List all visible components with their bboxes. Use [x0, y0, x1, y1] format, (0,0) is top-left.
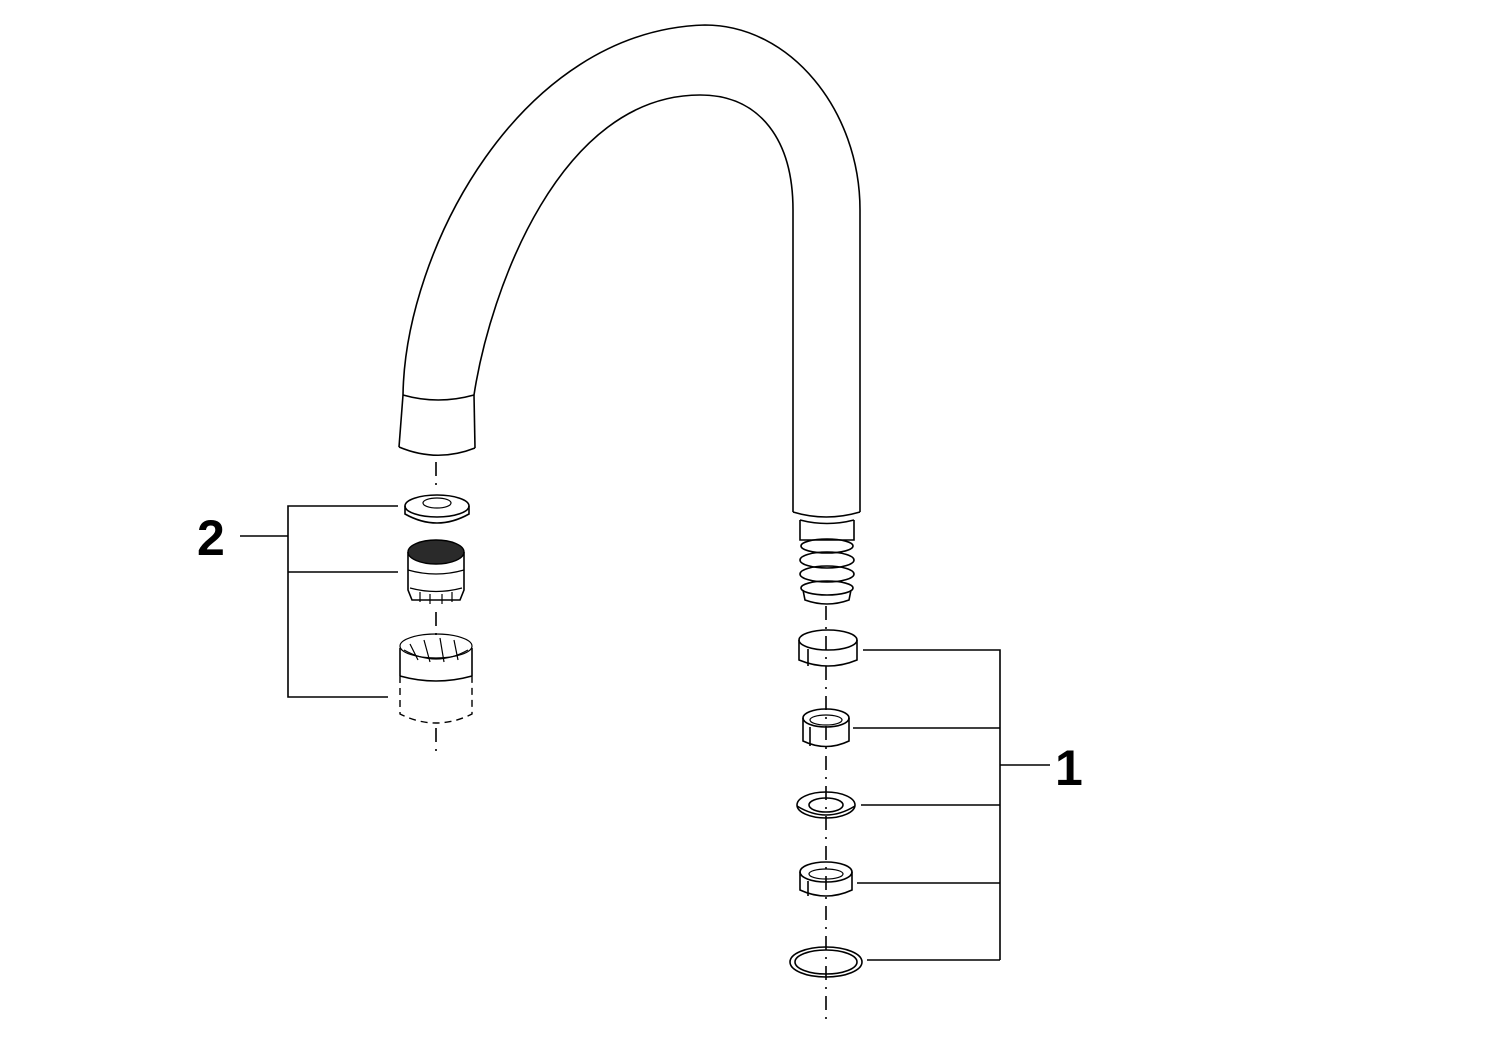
- o-ring: [789, 946, 863, 978]
- aerator-housing: [399, 633, 473, 724]
- callout-1-leader: [853, 649, 1050, 961]
- spout: [398, 24, 861, 518]
- connector-stub: [799, 519, 855, 605]
- split-ring-3: [799, 861, 853, 897]
- callout-label-2: 2: [197, 510, 225, 566]
- split-ring-1: [798, 629, 858, 667]
- aerator-insert: [407, 539, 465, 604]
- callout-label-1: 1: [1055, 740, 1083, 796]
- split-ring-2: [802, 708, 850, 748]
- flat-ring: [796, 791, 856, 819]
- callout-2-leader: [240, 505, 398, 698]
- aerator-washer: [404, 494, 470, 524]
